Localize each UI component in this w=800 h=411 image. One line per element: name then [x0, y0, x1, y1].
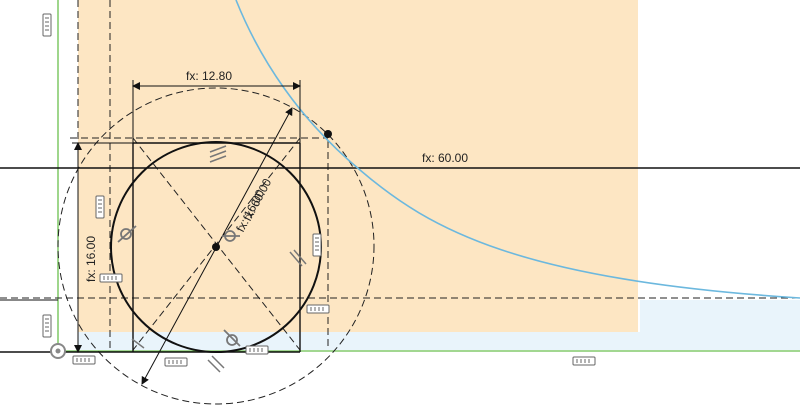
vertical-constraint-icon[interactable] [42, 13, 52, 37]
horizontal-constraint-icon[interactable] [306, 304, 330, 314]
profile-fill[interactable] [78, 0, 638, 332]
dimension-height[interactable]: fx: 16.00 [72, 142, 133, 353]
parallel-constraint-icon[interactable] [131, 145, 307, 373]
dimension-long[interactable]: fx: 60.00 [422, 151, 468, 165]
center-point[interactable] [212, 243, 220, 251]
vertical-constraint-icon[interactable] [95, 195, 105, 219]
vertical-constraint-icon[interactable] [312, 233, 322, 257]
dimension-height-label: fx: 16.00 [84, 236, 98, 282]
horizontal-constraint-icon[interactable] [164, 357, 188, 367]
horizontal-constraint-icon[interactable] [99, 273, 123, 283]
spline-curve[interactable] [235, 0, 800, 299]
tangent-point[interactable] [324, 130, 332, 138]
horizontal-constraint-icon[interactable] [572, 356, 596, 366]
origin-icon[interactable] [50, 343, 66, 359]
dimension-long-label: fx: 60.00 [422, 151, 468, 165]
dimension-width[interactable]: fx: 12.80 [132, 69, 301, 143]
horizontal-constraint-icon[interactable] [245, 345, 269, 355]
horizontal-constraint-icon[interactable] [72, 355, 96, 365]
vertical-constraint-icon[interactable] [42, 314, 52, 338]
tangent-constraint-icon[interactable] [117, 225, 241, 347]
dimension-width-label: fx: 12.80 [186, 69, 232, 83]
